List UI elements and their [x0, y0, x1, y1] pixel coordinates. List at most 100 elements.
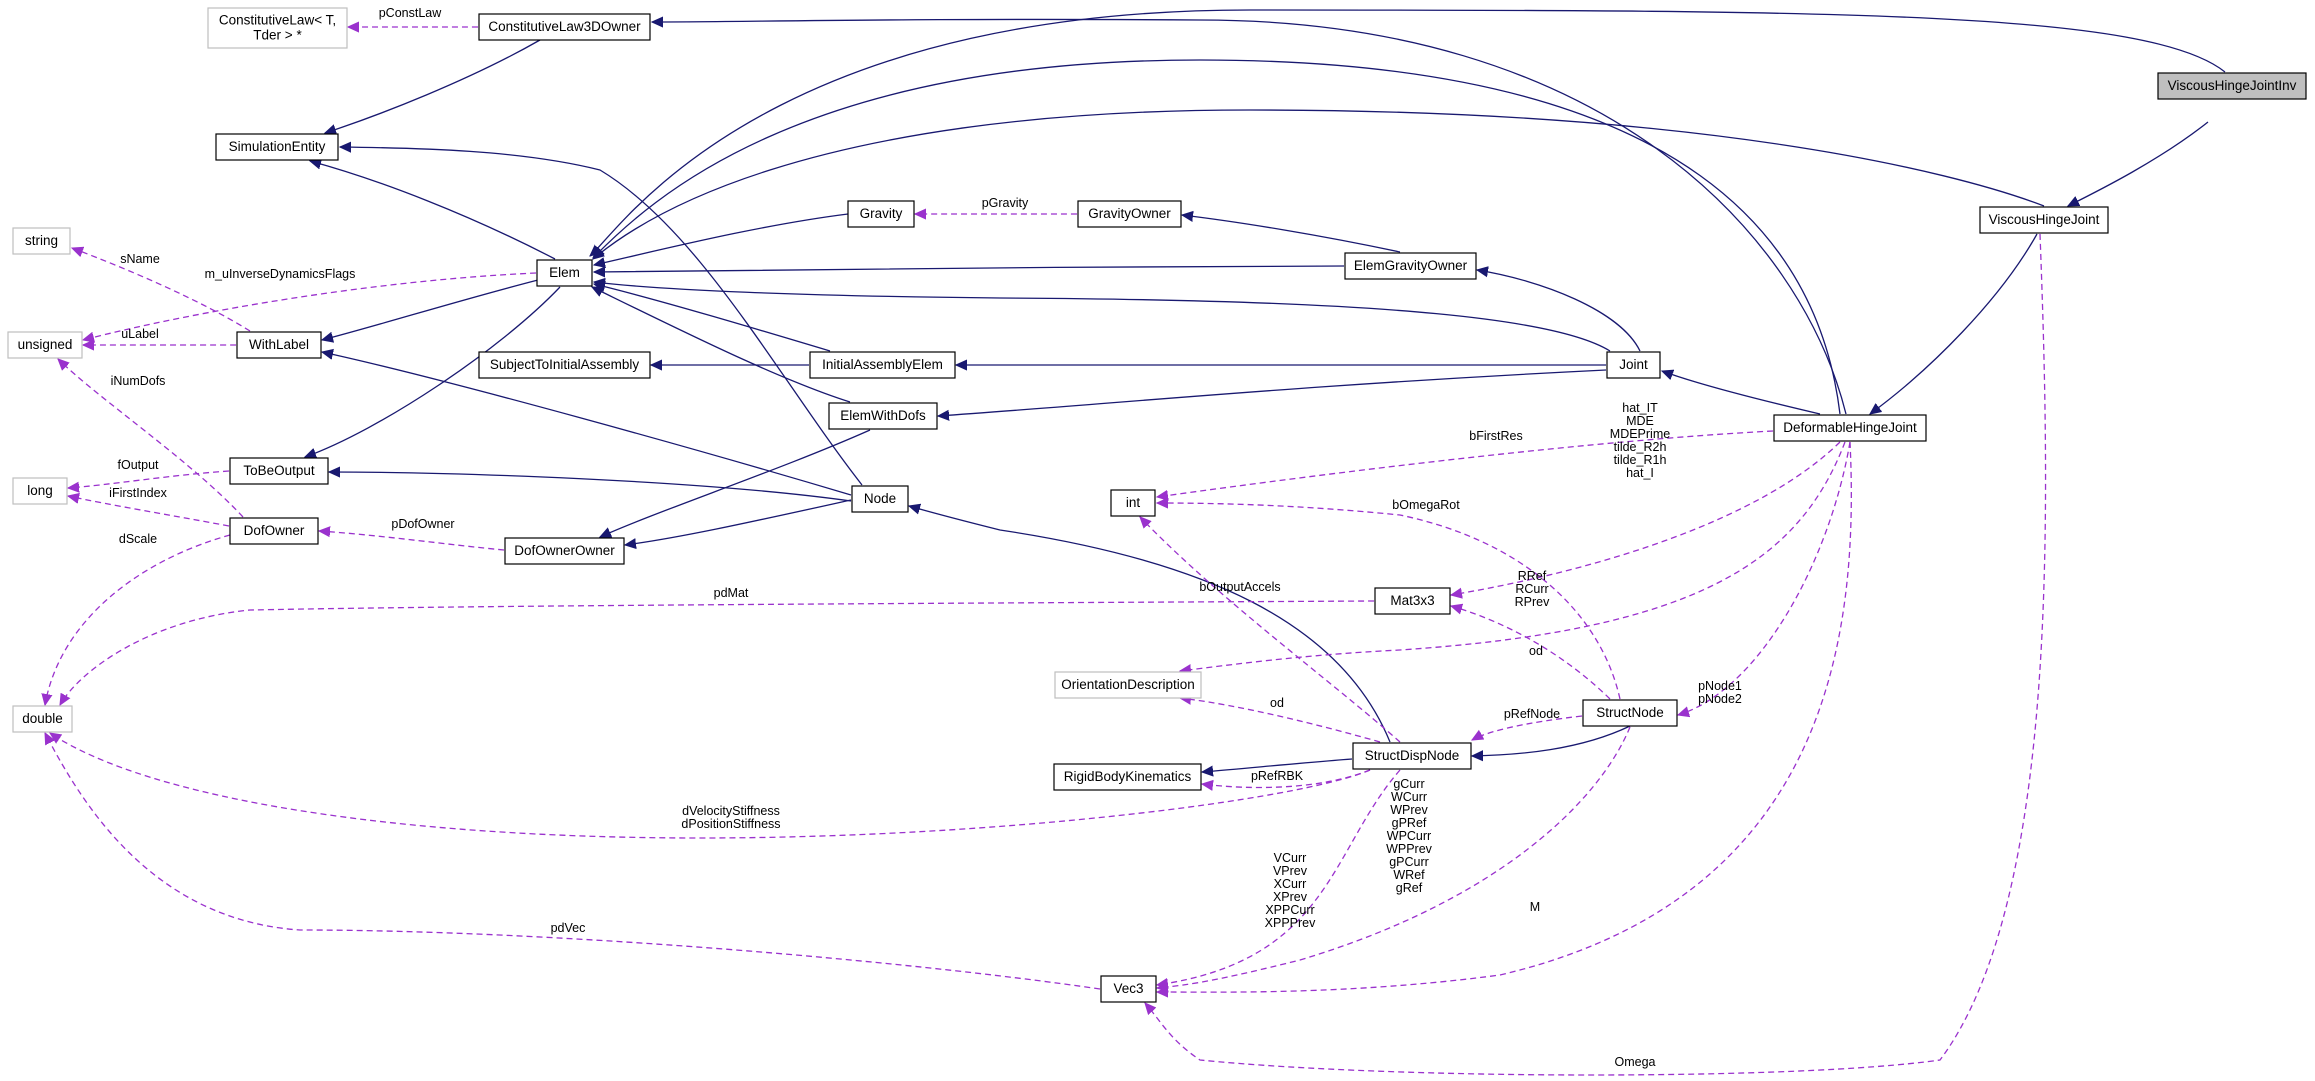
node-gravityowner[interactable]: GravityOwner [1077, 200, 1182, 228]
node-box [1100, 975, 1157, 1003]
usage-edge-vec3-to-structnode [1157, 726, 1631, 988]
node-box [12, 227, 71, 255]
edge-label-line: od [1529, 644, 1543, 658]
node-node[interactable]: Node [851, 485, 909, 513]
edge-label-pgravity-30: pGravity [982, 196, 1029, 210]
node-subjecttoinitialassembly[interactable]: SubjectToInitialAssembly [478, 351, 651, 379]
node-label-line: ViscousHingeJoint [1989, 212, 2100, 227]
edge-label-od-47: od [1529, 644, 1543, 658]
node-label: Vec3 [1113, 981, 1143, 996]
node-elem[interactable]: Elem [536, 259, 593, 287]
node-dofownerowner[interactable]: DofOwnerOwner [504, 537, 625, 565]
node-constitutivelaw3downer[interactable]: ConstitutiveLaw3DOwner [478, 13, 651, 41]
inheritance-edge-elem-to-viscoushingejointinv [590, 9, 2226, 256]
node-label-line: ConstitutiveLaw< T, [219, 13, 336, 28]
node-label-line: Node [864, 491, 896, 506]
node-label-line: RigidBodyKinematics [1064, 769, 1192, 784]
node-joint[interactable]: Joint [1606, 351, 1661, 379]
inheritance-edge-node-to-structdispnode [909, 506, 1391, 743]
edge-label-bomegarot-43: bOmegaRot [1392, 498, 1460, 512]
edge-label-bfirstres-42: bFirstRes [1469, 429, 1522, 443]
edge-label-od-48: od [1270, 696, 1284, 710]
inheritance-edge-simulationentity-to-node [340, 147, 863, 486]
edge-label-m-uinversedynamicsflags-33: m_uInverseDynamicsFlags [205, 267, 356, 281]
edge-label-boutputaccels-44: bOutputAccels [1199, 580, 1280, 594]
node-mat3x3[interactable]: Mat3x3 [1374, 587, 1451, 615]
edge-label-line: iFirstIndex [109, 486, 167, 500]
node-rigidbodykinematics[interactable]: RigidBodyKinematics [1053, 763, 1202, 791]
inheritance-edge-simulationentity-to-elem [310, 161, 556, 260]
node-box [809, 351, 956, 379]
inheritance-edge-elem-to-viscoushingejoint [593, 109, 2045, 259]
node-label: SimulationEntity [229, 139, 326, 154]
edge-label-line: sName [120, 252, 160, 266]
node-long: long [12, 477, 68, 505]
node-label: ConstitutiveLaw< T,Tder > * [219, 13, 336, 43]
edge-label-inumdofs-34: iNumDofs [111, 374, 166, 388]
node-elemwithdofs[interactable]: ElemWithDofs [828, 402, 938, 430]
node-deformablehingejoint[interactable]: DeformableHingeJoint [1773, 414, 1927, 442]
inheritance-edge-elemgravityowner-to-joint [1477, 270, 1641, 352]
inheritance-edge-elem-to-gravity [594, 213, 849, 265]
node-label: double [22, 711, 63, 726]
node-viscoushingejointinv[interactable]: ViscousHingeJointInv [2157, 72, 2307, 100]
node-label-line: Mat3x3 [1390, 593, 1434, 608]
node-label: Node [864, 491, 896, 506]
node-label: StructNode [1596, 705, 1664, 720]
inheritance-edge-elem-to-initialassemblyelem [594, 284, 831, 352]
node-label: ToBeOutput [243, 463, 315, 478]
node-box [207, 7, 348, 49]
node-structdispnode[interactable]: StructDispNode [1352, 742, 1472, 770]
node-gravity[interactable]: Gravity [847, 200, 915, 228]
node-label-line: ViscousHingeJointInv [2168, 78, 2297, 93]
node-dofowner[interactable]: DofOwner [229, 517, 319, 545]
edge-label-line: XPrev [1273, 890, 1308, 904]
node-simulationentity[interactable]: SimulationEntity [215, 133, 339, 161]
edge-label-line: pDofOwner [391, 517, 454, 531]
inheritance-edge-elem-to-joint [594, 282, 1611, 352]
inheritance-edge-withlabel-to-elem [322, 279, 539, 340]
inheritance-edge-joint-to-deformablehingejoint [1662, 371, 1821, 415]
node-vec3[interactable]: Vec3 [1100, 975, 1157, 1003]
edge-label-pdmat-39: pdMat [714, 586, 749, 600]
node-orientationdescription: OrientationDescription [1054, 671, 1202, 699]
node-label-line: SimulationEntity [229, 139, 326, 154]
node-box [1374, 587, 1451, 615]
node-label-line: string [25, 233, 58, 248]
edge-label-line: pdVec [551, 921, 586, 935]
usage-edge-mat3x3-to-structnode [1451, 606, 1611, 700]
node-elemgravityowner[interactable]: ElemGravityOwner [1344, 252, 1477, 280]
inheritance-edge-constitutivelaw3downer-to-deformablehingejoint [652, 19, 1847, 415]
usage-edge-double-to-vec3 [44, 733, 1101, 990]
edge-label-pdvec-40: pdVec [551, 921, 586, 935]
node-label: Gravity [860, 206, 903, 221]
edge-label-line: iNumDofs [111, 374, 166, 388]
edge-label-line: hat_I [1626, 466, 1654, 480]
edge-label-line: m_uInverseDynamicsFlags [205, 267, 356, 281]
node-initialassemblyelem[interactable]: InitialAssemblyElem [809, 351, 956, 379]
node-int[interactable]: int [1110, 489, 1156, 517]
node-structnode[interactable]: StructNode [1582, 699, 1678, 727]
edge-label-foutput-35: fOutput [118, 458, 160, 472]
edge-label-line: pdMat [714, 586, 749, 600]
usage-edge-string-to-withlabel [72, 248, 251, 332]
node-label: ElemGravityOwner [1354, 258, 1468, 273]
node-box [504, 537, 625, 565]
node-label-line: OrientationDescription [1061, 677, 1195, 692]
node-box [229, 457, 329, 485]
node-string: string [12, 227, 71, 255]
node-box [229, 517, 319, 545]
node-label-line: ElemWithDofs [840, 408, 926, 423]
inheritance-edge-rigidbodykinematics-to-structdispnode [1202, 758, 1353, 772]
node-label-line: SubjectToInitialAssembly [490, 357, 640, 372]
edge-label-line: uLabel [121, 327, 159, 341]
node-box [536, 259, 593, 287]
edge-label-line: od [1270, 696, 1284, 710]
node-viscoushingejoint[interactable]: ViscousHingeJoint [1979, 206, 2109, 234]
node-box [1582, 699, 1678, 727]
node-tobeoutput[interactable]: ToBeOutput [229, 457, 329, 485]
node-withlabel[interactable]: WithLabel [236, 331, 322, 359]
